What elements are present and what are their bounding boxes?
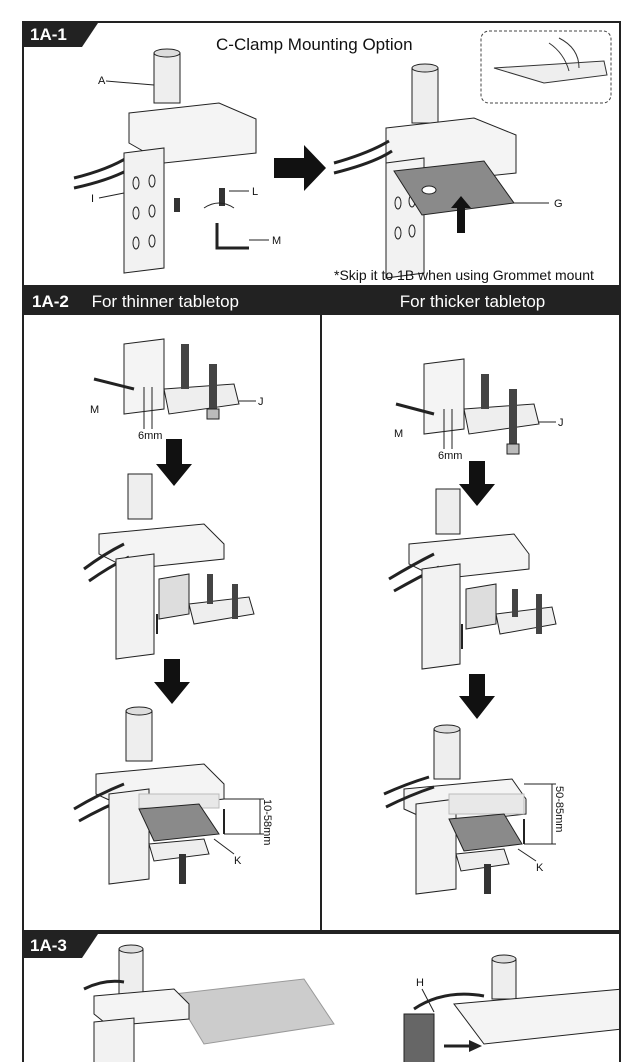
label-i: I [91,193,94,205]
left-gap-label: 6mm [138,430,162,442]
right-gap-label: 6mm [438,450,462,462]
step-arrow-right [274,145,326,191]
step-1a2-tag: 1A-2 [32,292,69,311]
right-label-k: K [536,862,544,874]
left-range-label: 10-58mm [261,799,273,845]
step-1a2-header-right: For thicker tabletop [322,289,619,315]
right-label-m: M [394,428,403,440]
tag-slant-decoration [82,934,98,958]
grommet-note: *Skip it to 1B when using Grommet mount [334,267,594,283]
left-label-m: M [90,404,99,416]
tag-slant-decoration [82,23,98,47]
left-label-k: K [234,855,242,867]
c-clamp-illustration: A I L M G [73,30,612,279]
label-h: H [416,977,424,989]
step-1a1-panel: 1A-1 C-Clamp Mounting Option A I [22,21,621,287]
label-g: G [554,198,563,210]
label-a: A [98,75,106,87]
column-divider [320,289,322,930]
step-1a3-panel: 1A-3 H [22,932,621,1062]
label-m: M [272,235,281,247]
step-1a2-header-left: 1A-2 For thinner tabletop [24,289,320,315]
right-range-label: 50-85mm [553,786,565,832]
step-1a1-tag: 1A-1 [24,23,82,47]
right-label-j: J [558,417,564,429]
tabletop-mount-illustration: H [83,944,619,1062]
step-1a3-tag: 1A-3 [24,934,82,958]
label-l: L [252,186,258,198]
thicker-tabletop-title: For thicker tabletop [399,292,546,311]
thinner-tabletop-title: For thinner tabletop [91,292,240,311]
step-1a1-title: C-Clamp Mounting Option [216,35,413,54]
step-1a2-panel: 1A-2 For thinner tabletop For thicker ta… [22,287,621,932]
tabletop-thickness-illustrations: 6mm M J 10-58mm K [73,338,565,895]
left-label-j: J [258,396,264,408]
